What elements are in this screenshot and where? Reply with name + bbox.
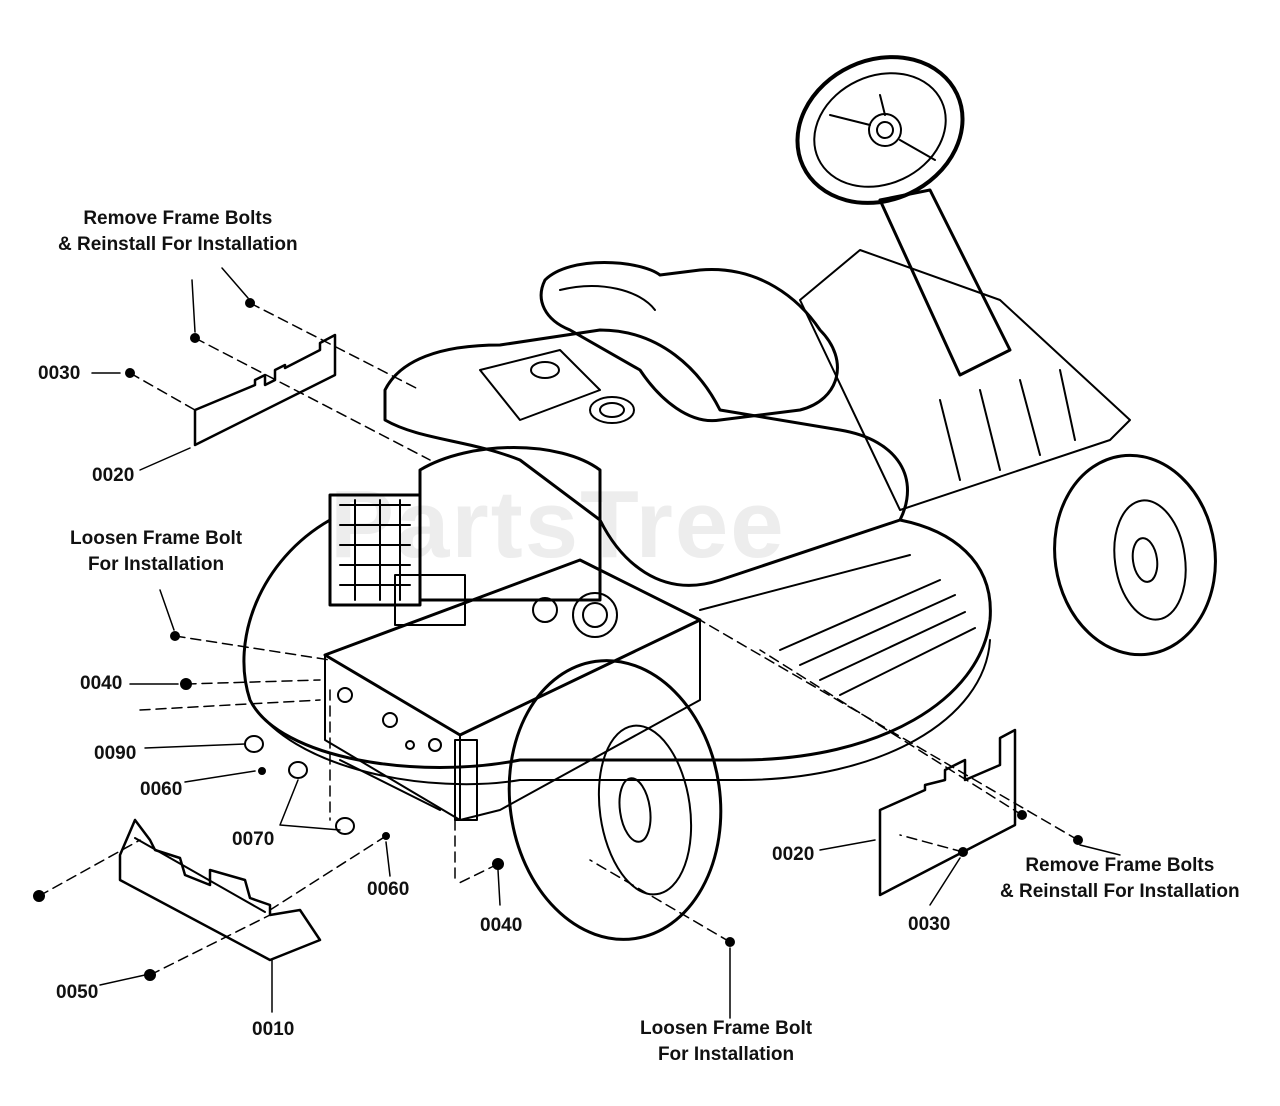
bumper-plate-0010 (118, 818, 322, 962)
note-line: & Reinstall For Installation (58, 234, 298, 255)
note-line: & Reinstall For Installation (1000, 881, 1240, 902)
plug-0090 (244, 735, 264, 753)
mower-deck-rim (249, 639, 991, 786)
steering-assembly (795, 55, 1012, 377)
callout-0060-right: 0060 (367, 879, 410, 900)
leader-lines (91, 267, 1121, 1019)
note-remove-frame-bolts-top: Remove Frame Bolts & Reinstall For Insta… (58, 206, 298, 258)
rear-frame (799, 249, 1131, 511)
plug-0070-a (288, 761, 308, 779)
note-line: Remove Frame Bolts (1025, 855, 1215, 876)
assembly-guide-lines (38, 302, 1079, 976)
front-wheel-left (507, 659, 723, 941)
bracket-0020-left (193, 333, 337, 447)
note-loosen-frame-bolt-bottom: Loosen Frame Bolt For Installation (640, 1016, 812, 1068)
callout-0030-right: 0030 (908, 914, 951, 935)
callout-0050: 0050 (56, 982, 99, 1003)
callout-0040-left: 0040 (80, 673, 123, 694)
callout-0040-bottom: 0040 (480, 915, 523, 936)
note-line: Loosen Frame Bolt (640, 1018, 813, 1039)
note-line: Remove Frame Bolts (83, 208, 273, 229)
rear-wheel-right (1053, 453, 1217, 657)
seat (539, 261, 839, 423)
plug-0070-b (335, 817, 355, 835)
callout-0020-left: 0020 (92, 465, 135, 486)
callout-0010: 0010 (252, 1019, 295, 1040)
note-line: For Installation (87, 554, 225, 575)
deck-vents (699, 554, 976, 696)
note-line: Loosen Frame Bolt (70, 528, 243, 549)
callout-0060-left: 0060 (140, 779, 183, 800)
note-loosen-frame-bolt-left: Loosen Frame Bolt For Installation (70, 526, 242, 578)
callout-0030-left: 0030 (38, 363, 81, 384)
engine-assembly (328, 446, 618, 638)
note-line: For Installation (657, 1044, 795, 1065)
callout-0070: 0070 (232, 829, 275, 850)
callout-0020-right: 0020 (772, 844, 815, 865)
body-shroud (383, 328, 909, 587)
mower-deck (242, 518, 992, 769)
note-remove-frame-bolts-right: Remove Frame Bolts & Reinstall For Insta… (1000, 853, 1240, 905)
callout-0090: 0090 (94, 743, 137, 764)
bracket-0020-right (878, 728, 1017, 897)
